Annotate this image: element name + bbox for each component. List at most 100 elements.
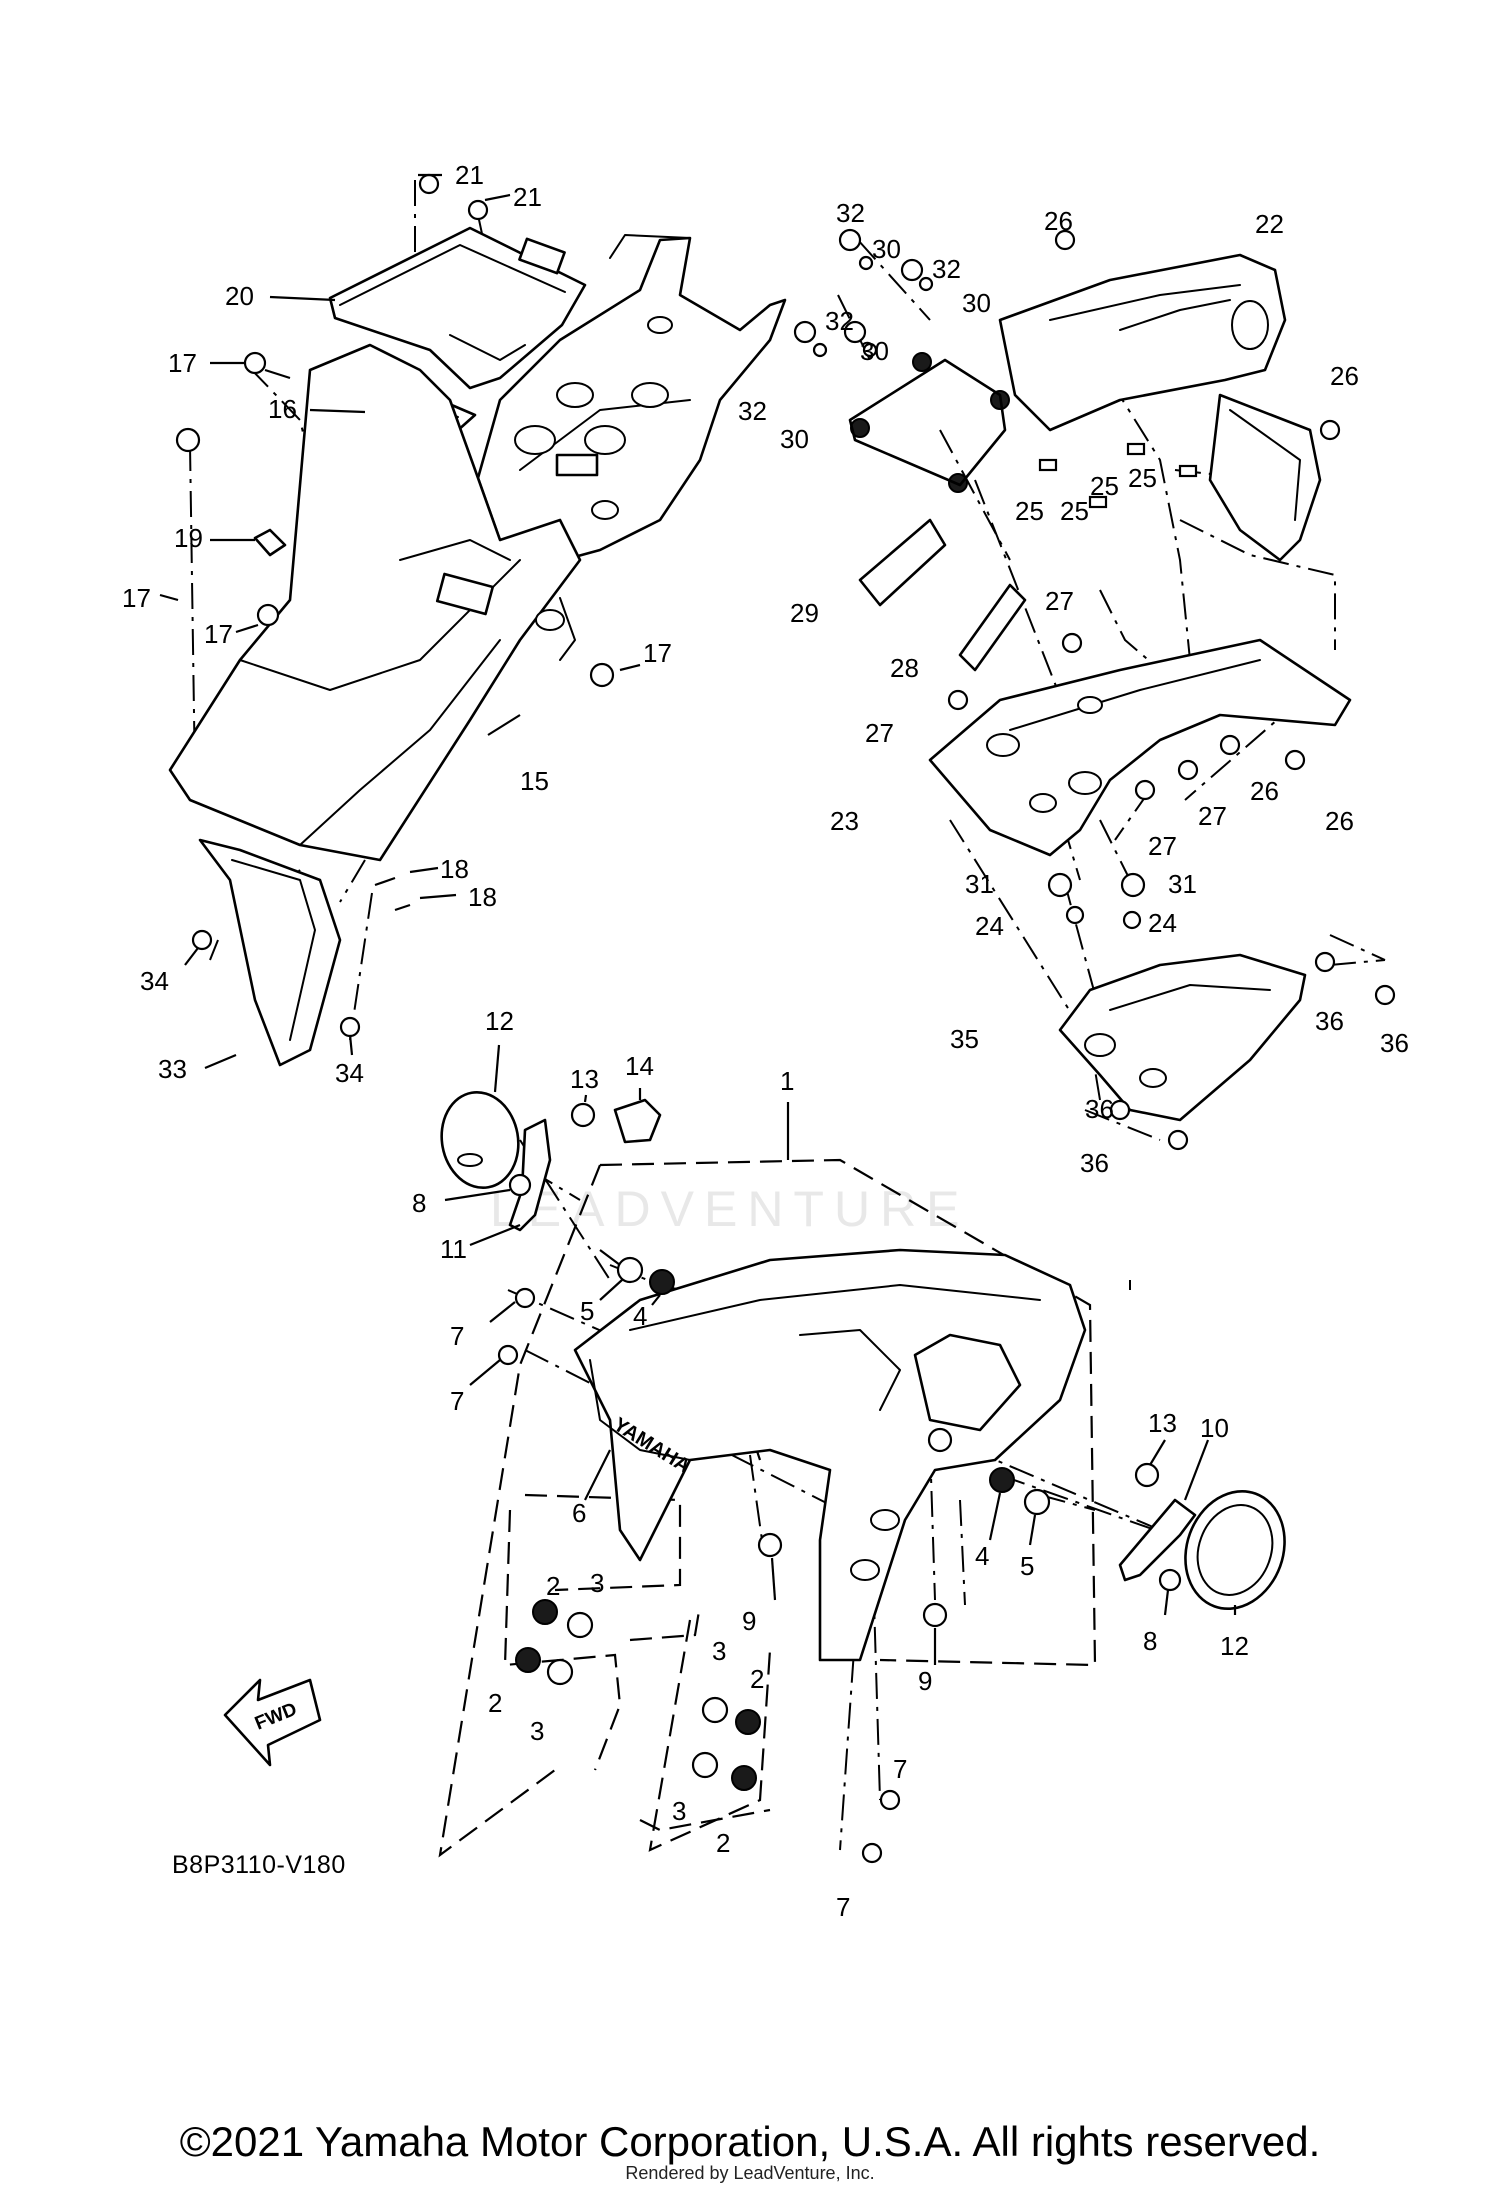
callout-5: 5 <box>580 1296 594 1326</box>
alignment-line <box>924 1429 1161 1531</box>
leader <box>444 1188 511 1202</box>
fender-line <box>629 1284 1041 1331</box>
bolt-24 <box>1122 910 1142 930</box>
callout-5: 5 <box>1020 1551 1034 1581</box>
callout-2: 2 <box>546 1571 560 1601</box>
callout-26: 26 <box>1325 806 1354 836</box>
leader <box>770 1557 777 1601</box>
callout-17: 17 <box>204 619 233 649</box>
dashed-outline <box>648 1619 772 1852</box>
callout-8: 8 <box>412 1188 426 1218</box>
callout-7: 7 <box>450 1321 464 1351</box>
bolt-17 <box>589 662 615 688</box>
dashed-outline <box>503 1509 622 1771</box>
nut-32 <box>843 320 867 344</box>
fender-edge <box>559 597 576 661</box>
nut-13 <box>570 1102 596 1128</box>
part-14-clip <box>613 1098 662 1144</box>
leader <box>159 593 179 602</box>
leader <box>184 947 199 966</box>
alignment-line <box>749 1454 763 1541</box>
washer-30 <box>812 342 828 358</box>
part-20-tray <box>328 226 587 390</box>
callout-17: 17 <box>122 583 151 613</box>
alignment-line <box>949 819 1089 1041</box>
cowl-fin <box>1208 393 1322 562</box>
alignment-line <box>1329 934 1386 961</box>
bolt-26 <box>1054 229 1076 251</box>
flap-ridge <box>231 859 316 1041</box>
callout-27: 27 <box>1148 831 1177 861</box>
dashed-outline <box>639 1808 771 1832</box>
callout-36: 36 <box>1085 1094 1114 1124</box>
callout-14: 14 <box>625 1051 654 1081</box>
leader <box>651 1294 661 1306</box>
leader <box>487 714 521 736</box>
leader <box>583 1094 588 1103</box>
fender-boss <box>535 609 565 631</box>
callout-13: 13 <box>570 1064 599 1094</box>
callout-25: 25 <box>1060 496 1089 526</box>
leader <box>264 368 291 380</box>
bolt-8 <box>508 1173 532 1197</box>
alignment-line <box>1099 819 1131 881</box>
callout-32: 32 <box>825 306 854 336</box>
callout-36: 36 <box>1315 1006 1344 1036</box>
rendered-by-credit: Rendered by LeadVenture, Inc. <box>625 2163 875 2183</box>
panel-body <box>1058 953 1307 1122</box>
callout-24: 24 <box>975 911 1004 941</box>
callout-25: 25 <box>1128 463 1157 493</box>
callout-25: 25 <box>1090 471 1119 501</box>
callout-16: 16 <box>268 394 297 424</box>
callout-17: 17 <box>168 348 197 378</box>
bracket-hole <box>631 382 669 408</box>
leader <box>1183 1439 1210 1501</box>
callout-27: 27 <box>1198 801 1227 831</box>
leader <box>988 1492 1002 1541</box>
callout-3: 3 <box>530 1716 544 1746</box>
fender-hole <box>870 1509 900 1531</box>
nut-36 <box>1109 1099 1131 1121</box>
bolt-21 <box>467 199 489 221</box>
nut-36 <box>1167 1129 1189 1151</box>
dashed-outline <box>599 1158 1097 1667</box>
tray-rim <box>339 244 566 306</box>
watermark: LEADVENTURE <box>490 1181 970 1237</box>
callout-3: 3 <box>590 1568 604 1598</box>
part-28-arm <box>958 583 1027 672</box>
part-33-flap <box>198 838 342 1067</box>
alignment-line <box>339 859 366 903</box>
callout-8: 8 <box>1143 1626 1157 1656</box>
panel-hole <box>1139 1068 1167 1088</box>
grommet <box>927 1427 953 1453</box>
callout-34: 34 <box>335 1058 364 1088</box>
grommet-2 <box>532 1599 558 1625</box>
tray-tab <box>518 237 566 275</box>
diagram-code: B8P3110-V180 <box>172 1851 346 1879</box>
leader <box>599 1279 623 1301</box>
callout-26: 26 <box>1330 361 1359 391</box>
collar-5 <box>616 1256 644 1284</box>
bracket-body <box>476 236 787 567</box>
callout-2: 2 <box>488 1688 502 1718</box>
callout-19: 19 <box>174 523 203 553</box>
bracket-hook <box>609 234 691 259</box>
leader <box>409 866 439 874</box>
callout-30: 30 <box>860 336 889 366</box>
callout-24: 24 <box>1148 908 1177 938</box>
callout-32: 32 <box>738 396 767 426</box>
callout-34: 34 <box>140 966 169 996</box>
bracket-rail <box>1009 659 1261 731</box>
fender-duct <box>913 1333 1022 1432</box>
bolt-27 <box>1134 779 1156 801</box>
alignment-line <box>209 939 219 961</box>
bracket-grommet <box>1068 771 1102 795</box>
leader <box>1163 1589 1170 1616</box>
leader <box>469 1359 501 1386</box>
nut-9 <box>922 1602 948 1628</box>
callout-31: 31 <box>965 869 994 899</box>
bolt-7 <box>514 1287 536 1309</box>
washer-30 <box>862 342 878 358</box>
collar-3 <box>566 1611 594 1639</box>
clip-25 <box>1178 464 1198 478</box>
